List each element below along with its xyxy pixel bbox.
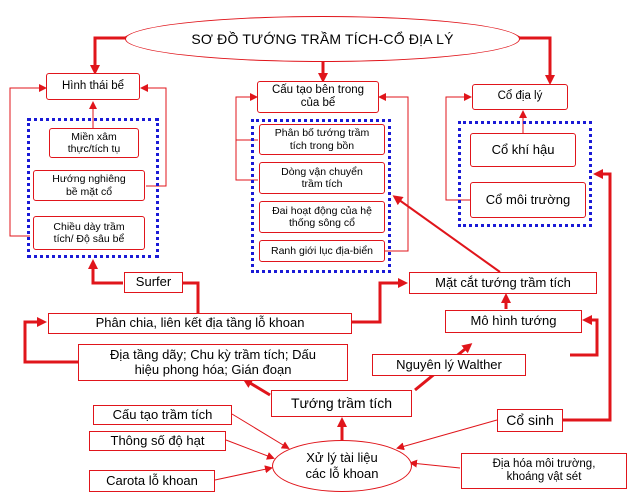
xu-ly-tai-lieu-node: Xử lý tài liệu các lỗ khoan (272, 440, 412, 492)
mien-xam-thuc-node: Miền xâm thực/tích tụ (49, 128, 139, 158)
hinh-thai-be-node: Hình thái bể (46, 73, 140, 100)
tuong-tram-tich-node: Tướng trầm tích (271, 390, 412, 417)
dia-tang-day-node: Địa tầng dãy; Chu kỳ trầm tích; Dấu hiệu… (78, 344, 348, 381)
co-moi-truong-node: Cổ môi trường (470, 182, 586, 218)
co-khi-hau-node: Cổ khí hậu (470, 133, 576, 167)
surfer-node: Surfer (124, 272, 183, 293)
phan-chia-lien-ket-node: Phân chia, liên kết địa tầng lỗ khoan (48, 313, 352, 334)
dong-van-chuyen-node: Dòng vận chuyển trầm tích (259, 162, 385, 194)
ranh-gioi-node: Ranh giới lục địa-biển (259, 240, 385, 262)
cau-tao-tram-tich-node: Cấu tạo trầm tích (93, 405, 232, 425)
co-dia-ly-node: Cổ địa lý (472, 84, 568, 110)
chieu-day-node: Chiều dày trầm tích/ Độ sâu bể (33, 216, 145, 250)
mo-hinh-tuong-node: Mô hình tướng (445, 310, 582, 333)
dia-hoa-moi-truong-node: Địa hóa môi trường, khoáng vật sét (461, 453, 627, 489)
diagram-title: SƠ ĐỒ TƯỚNG TRẦM TÍCH-CỔ ĐỊA LÝ (125, 16, 520, 62)
middle-dotted-group (251, 119, 391, 273)
thong-so-do-hat-node: Thông số độ hạt (89, 431, 226, 451)
nguyen-ly-walther-node: Nguyên lý Walther (372, 354, 526, 376)
carota-lo-khoan-node: Carota lỗ khoan (89, 470, 215, 492)
dai-hoat-dong-node: Đai hoạt động của hệ thống sông cổ (259, 201, 385, 233)
left-dotted-group (27, 118, 159, 258)
co-sinh-node: Cổ sinh (497, 409, 563, 432)
mat-cat-tuong-node: Mặt cắt tướng trầm tích (409, 272, 597, 294)
phan-bo-tuong-node: Phân bố tướng trầm tích trong bồn (259, 124, 385, 155)
cau-tao-ben-trong-node: Cấu tạo bên trong của bể (257, 81, 379, 113)
right-dotted-group (458, 121, 592, 227)
huong-nghieng-node: Hướng nghiêng bề mặt cổ (33, 170, 145, 201)
